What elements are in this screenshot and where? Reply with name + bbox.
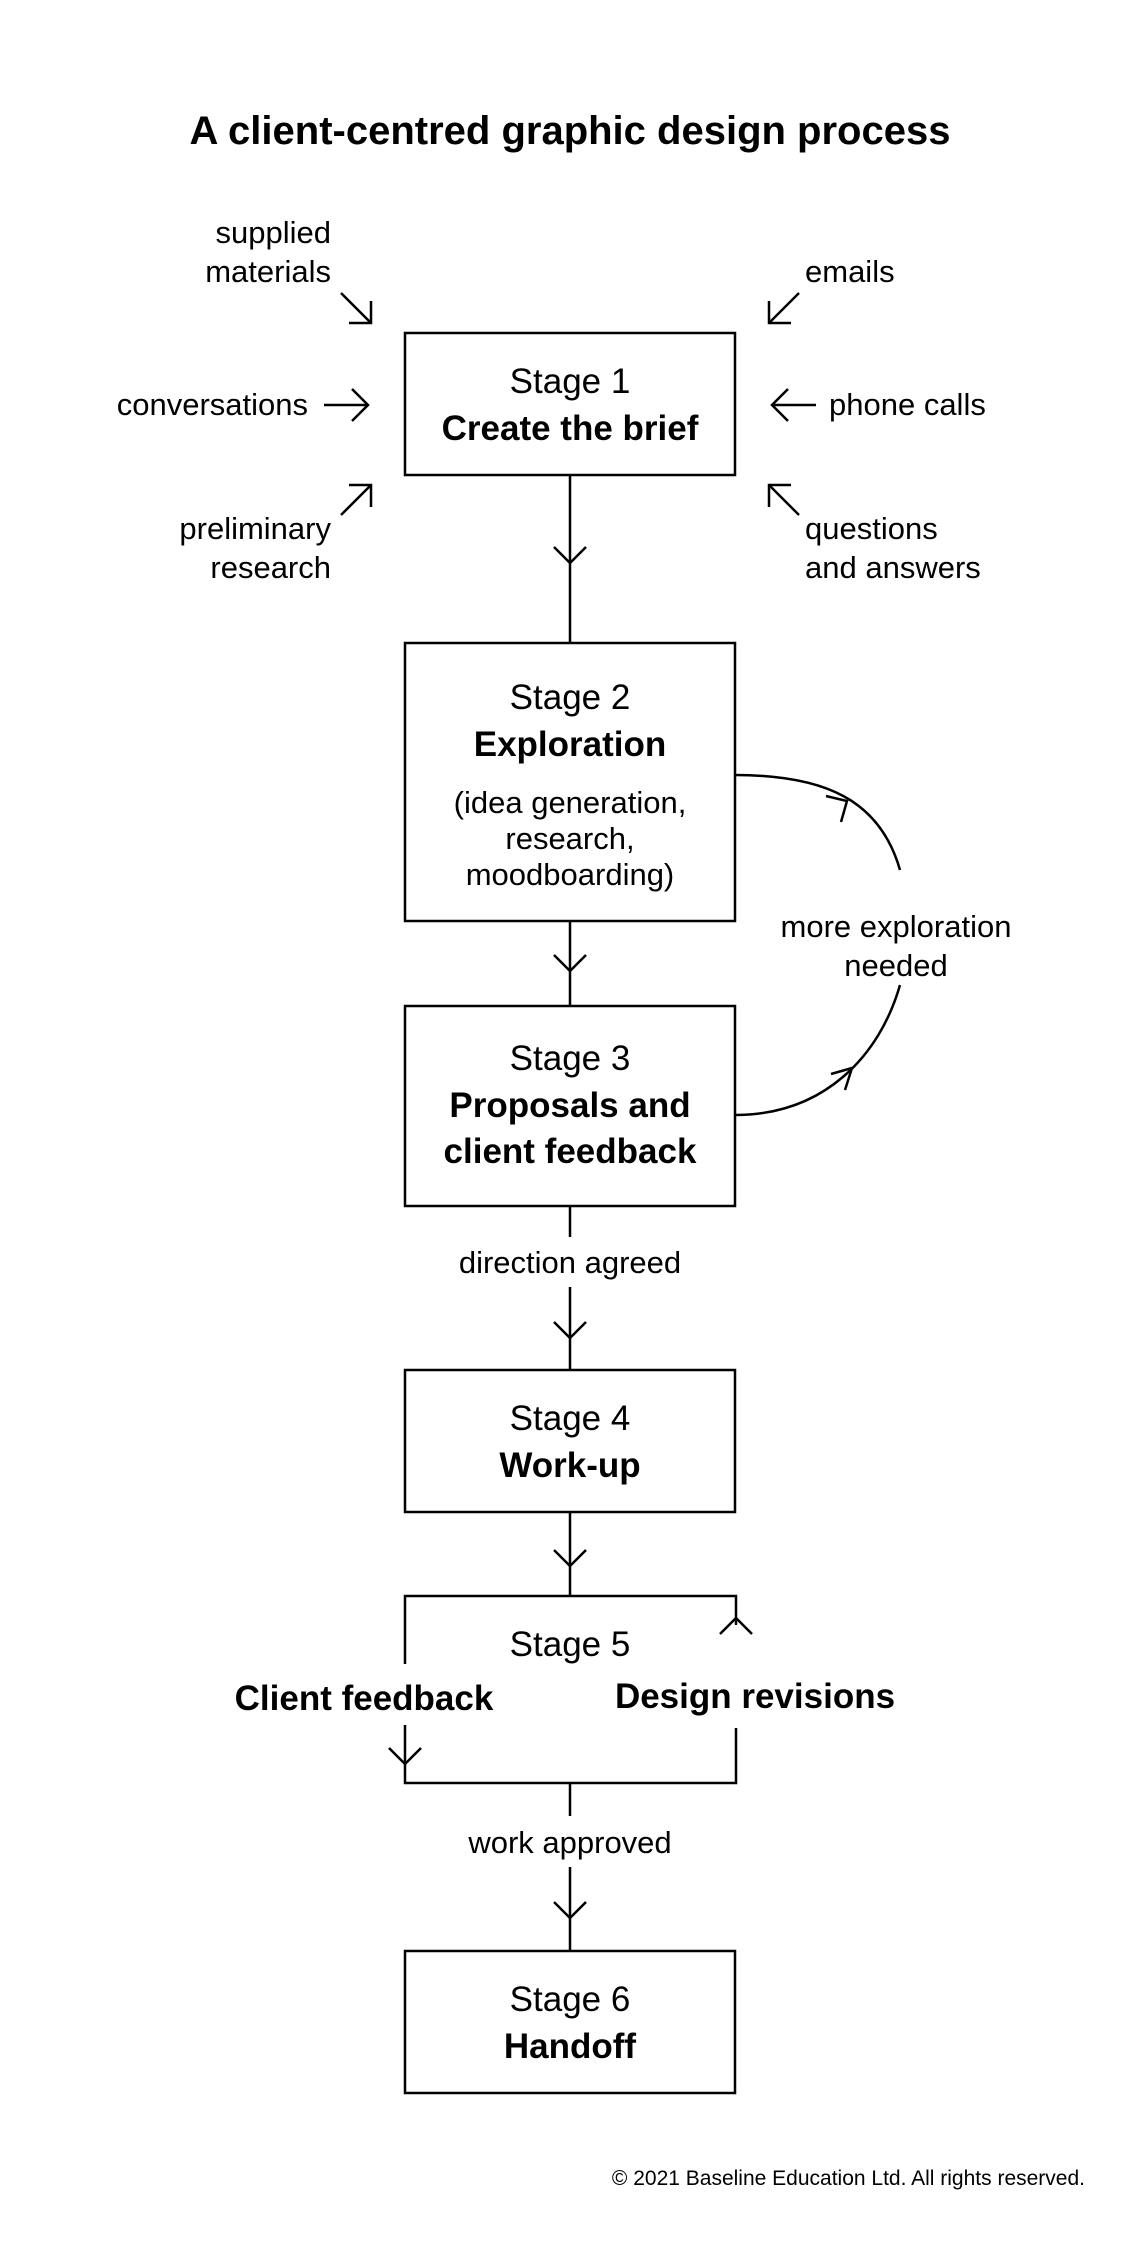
stage-2-box: Stage 2 Exploration (idea generation, re… [403,641,737,923]
exploration-loop: more exploration needed [734,773,1012,1117]
stage-5-box: Stage 5 Client feedback Design revisions [235,1594,895,1785]
connector-stage-5-to-6: work approved [467,1783,672,1951]
diagram-title: A client-centred graphic design process [190,109,951,153]
arrow-emails [767,292,800,325]
stage-3-number: Stage 3 [510,1039,631,1078]
stage-2-name: Exploration [474,725,667,764]
input-preliminary-research-line2: research [210,550,331,585]
input-conversations: conversations [117,387,308,422]
stage-3-box: Stage 3 Proposals and client feedback [403,1004,737,1208]
stage-1-name: Create the brief [442,409,699,448]
input-emails: emails [805,254,895,289]
transition-work-approved: work approved [467,1825,671,1860]
stage-4-name: Work-up [499,1446,640,1485]
arrow-supplied-materials [340,292,373,325]
input-supplied-materials-line1: supplied [216,215,331,250]
loop-label-line2: needed [844,948,947,983]
copyright-notice: © 2021 Baseline Education Ltd. All right… [612,2167,1085,2190]
arrow-questions-and-answers [767,483,800,516]
stage-5-client-feedback: Client feedback [235,1679,494,1718]
stage-3-name-line2: client feedback [444,1132,697,1171]
input-preliminary-research-line1: preliminary [179,511,331,546]
input-phone-calls: phone calls [829,387,986,422]
connector-stage-3-to-4: direction agreed [459,1206,681,1370]
connector-stage-4-to-5 [553,1512,587,1596]
input-questions-and-answers-line2: and answers [805,550,981,585]
arrow-preliminary-research [340,483,373,516]
stage-5-number: Stage 5 [510,1625,631,1664]
input-questions-and-answers-line1: questions [805,511,938,546]
stage-6-box: Stage 6 Handoff [403,1949,737,2095]
input-supplied-materials-line2: materials [205,254,331,289]
stage-1-box: Stage 1 Create the brief [403,331,737,477]
connector-stage-2-to-3 [553,921,587,1006]
stage-2-number: Stage 2 [510,678,631,717]
stage-5-design-revisions: Design revisions [615,1677,895,1716]
stage-4-number: Stage 4 [510,1399,631,1438]
stage-4-box: Stage 4 Work-up [403,1368,737,1514]
stage-2-note-line3: moodboarding) [466,857,675,892]
arrow-phone-calls [770,388,816,422]
stage-2-note-line2: research, [505,821,634,856]
connector-stage-1-to-2 [553,475,587,643]
stage-2-note-line1: (idea generation, [454,785,687,820]
arrow-conversations [324,388,370,422]
loop-label-line1: more exploration [781,909,1012,944]
stage-1-number: Stage 1 [510,362,631,401]
stage-6-name: Handoff [504,2027,637,2066]
stage-6-number: Stage 6 [510,1980,631,2019]
stage-3-name-line1: Proposals and [449,1086,690,1125]
transition-direction-agreed: direction agreed [459,1245,681,1280]
